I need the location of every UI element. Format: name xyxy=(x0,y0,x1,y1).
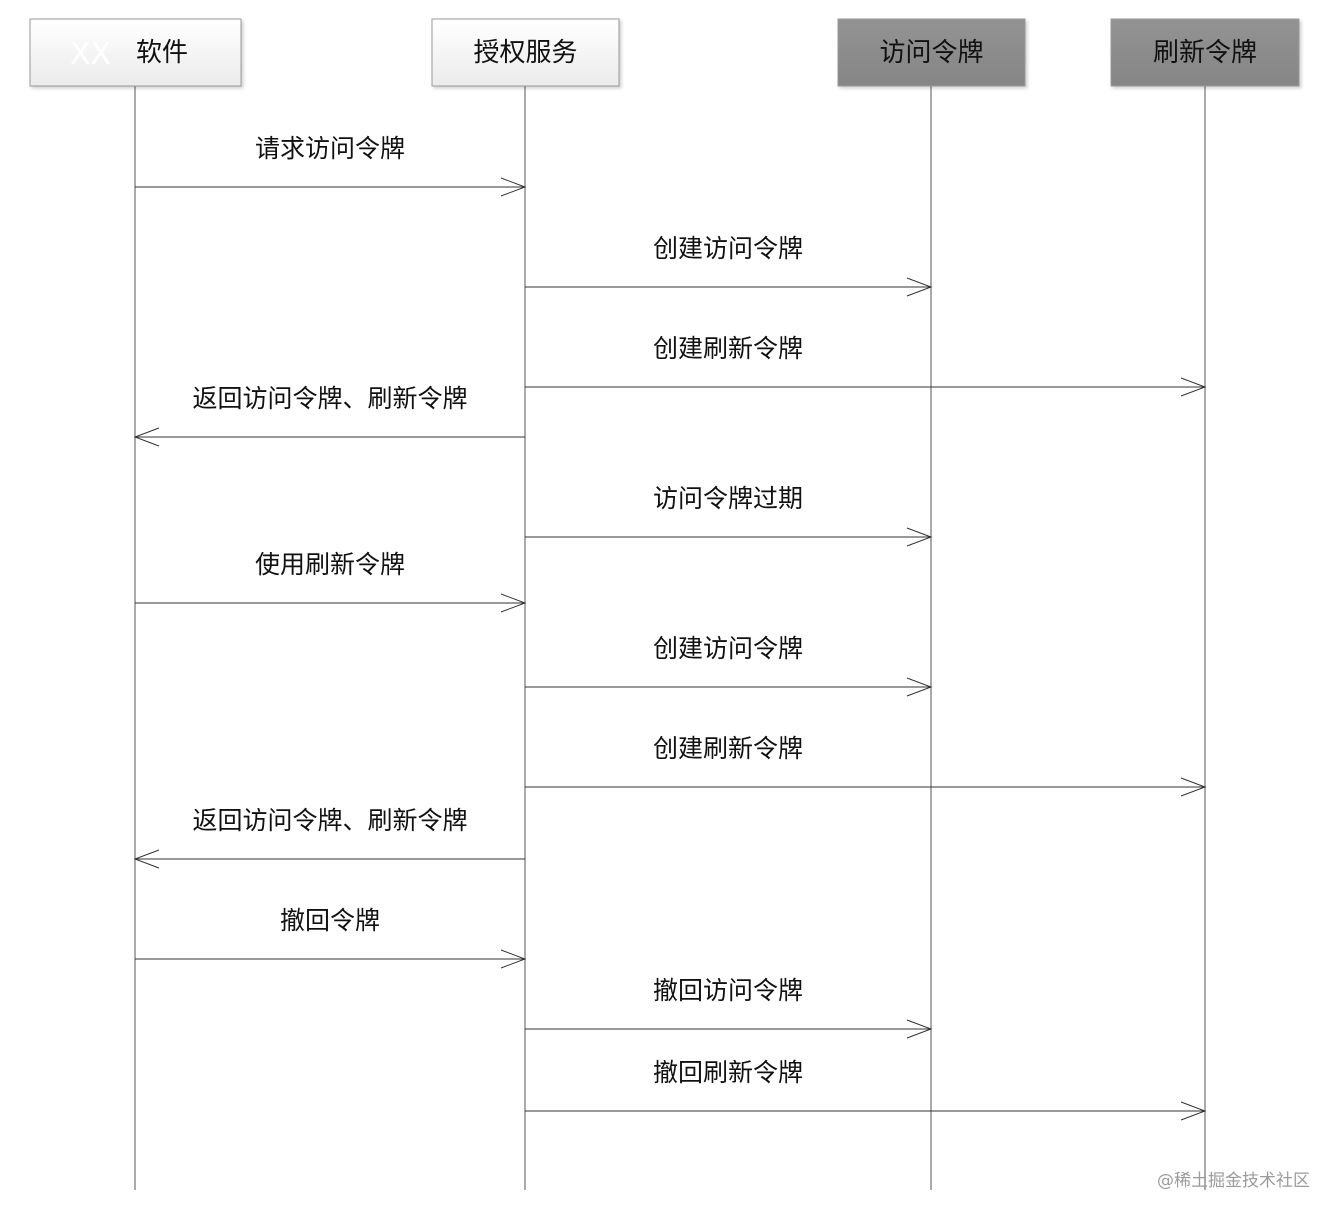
message-label: 返回访问令牌、刷新令牌 xyxy=(192,384,467,413)
message-label: 请求访问令牌 xyxy=(255,134,405,163)
actor-box-software xyxy=(29,18,242,87)
arrowhead-icon xyxy=(1180,777,1207,797)
actor-refresh: 刷新令牌 xyxy=(1110,18,1300,87)
message-label: 创建刷新令牌 xyxy=(653,734,803,763)
message-8: 创建刷新令牌 xyxy=(525,734,1207,797)
arrowhead-icon xyxy=(500,593,527,613)
message-label: 创建访问令牌 xyxy=(653,634,803,663)
actor-access: 访问令牌 xyxy=(837,18,1026,87)
message-5: 访问令牌过期 xyxy=(525,484,933,547)
actor-label-refresh: 刷新令牌 xyxy=(1153,38,1257,68)
watermark-text: @稀土掘金技术社区 xyxy=(1157,1171,1310,1191)
actor-box-access xyxy=(837,18,1026,87)
message-1: 请求访问令牌 xyxy=(135,134,527,197)
arrowhead-icon xyxy=(906,277,933,297)
message-label: 创建访问令牌 xyxy=(653,234,803,263)
actor-prefix-software: XX xyxy=(70,37,111,72)
message-label: 使用刷新令牌 xyxy=(255,550,405,579)
message-label: 撤回刷新令牌 xyxy=(653,1058,803,1087)
messages: 请求访问令牌创建访问令牌创建刷新令牌返回访问令牌、刷新令牌访问令牌过期使用刷新令… xyxy=(133,134,1207,1121)
message-label: 撤回访问令牌 xyxy=(653,976,803,1005)
message-label: 撤回令牌 xyxy=(280,906,380,935)
message-10: 撤回令牌 xyxy=(135,906,527,969)
actor-auth: 授权服务 xyxy=(431,18,620,87)
message-12: 撤回刷新令牌 xyxy=(525,1058,1207,1121)
actor-label-auth: 授权服务 xyxy=(473,38,577,68)
message-label: 访问令牌过期 xyxy=(653,484,803,513)
arrowhead-icon xyxy=(133,427,160,447)
arrowhead-icon xyxy=(500,177,527,197)
message-2: 创建访问令牌 xyxy=(525,234,933,297)
message-4: 返回访问令牌、刷新令牌 xyxy=(133,384,525,447)
message-label: 创建刷新令牌 xyxy=(653,334,803,363)
actor-software: XX 软件 xyxy=(29,18,242,87)
arrowhead-icon xyxy=(906,1019,933,1039)
message-6: 使用刷新令牌 xyxy=(135,550,527,613)
actors: XX 软件 授权服务 访问令牌 刷新令牌 xyxy=(29,18,1300,87)
message-11: 撤回访问令牌 xyxy=(525,976,933,1039)
lifelines xyxy=(134,86,1206,1190)
actor-label-software: 软件 xyxy=(136,38,188,68)
actor-box-auth xyxy=(431,18,620,87)
arrowhead-icon xyxy=(1180,1101,1207,1121)
arrowhead-icon xyxy=(133,849,160,869)
message-7: 创建访问令牌 xyxy=(525,634,933,697)
actor-label-access: 访问令牌 xyxy=(879,38,983,68)
arrowhead-icon xyxy=(906,677,933,697)
arrowhead-icon xyxy=(500,949,527,969)
actor-box-refresh xyxy=(1110,18,1300,87)
message-3: 创建刷新令牌 xyxy=(525,334,1207,397)
message-9: 返回访问令牌、刷新令牌 xyxy=(133,806,525,869)
arrowhead-icon xyxy=(1180,377,1207,397)
arrowhead-icon xyxy=(906,527,933,547)
message-label: 返回访问令牌、刷新令牌 xyxy=(192,806,467,835)
